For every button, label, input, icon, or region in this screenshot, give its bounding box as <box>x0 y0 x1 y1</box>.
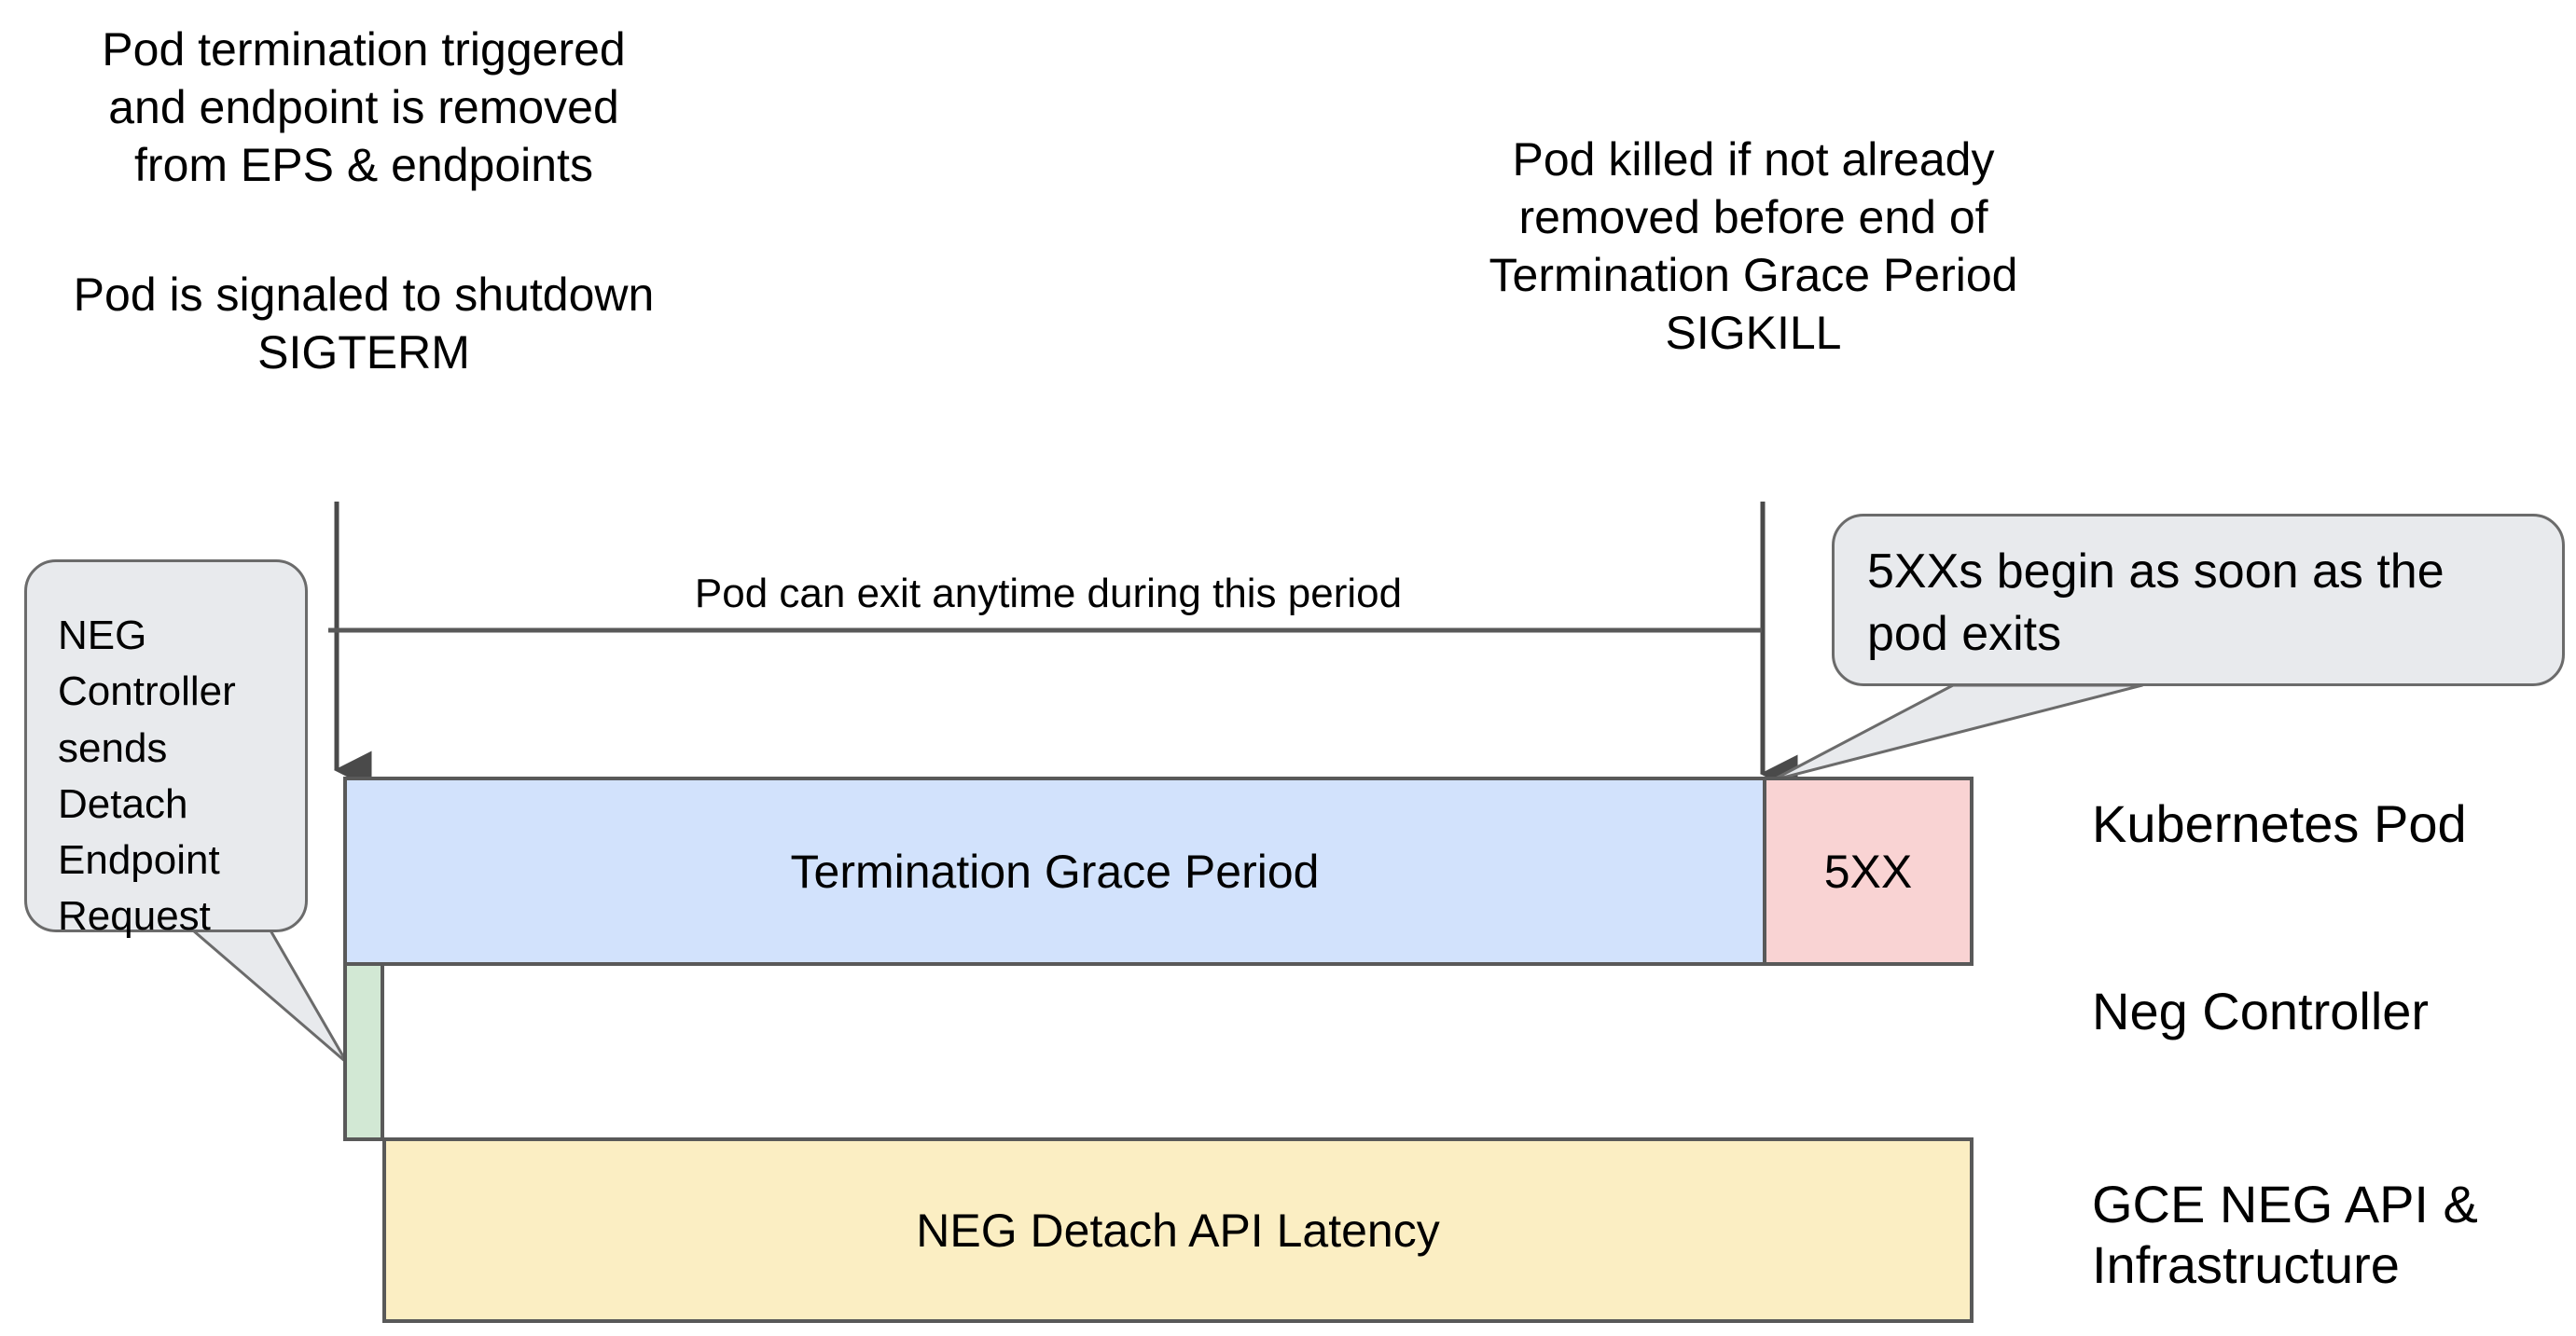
lane-label-gce-neg-api: GCE NEG API & Infrastructure <box>2092 1175 2478 1294</box>
five-xx-callout-tail <box>1770 683 2144 782</box>
note-pod-termination-triggered: Pod termination triggered and endpoint i… <box>102 23 626 191</box>
neg-controller-callout-bubble[interactable] <box>24 559 308 932</box>
five-xx-callout-text: 5XXs begin as soon as the pod exits <box>1867 544 2444 661</box>
bar-termination-grace-period-label: Termination Grace Period <box>790 845 1320 898</box>
bar-neg-detach-api-latency-label: NEG Detach API Latency <box>916 1204 1440 1257</box>
bar-neg-controller-detach[interactable] <box>343 962 384 1141</box>
neg-controller-callout-text: NEG Controller sends Detach Endpoint Req… <box>58 613 236 940</box>
five-xx-callout-bubble[interactable] <box>1832 514 2565 686</box>
bar-neg-detach-api-latency[interactable]: NEG Detach API Latency <box>382 1137 1974 1323</box>
note-pod-signaled-sigterm: Pod is signaled to shutdown SIGTERM <box>73 269 655 379</box>
pod-exit-span-caption: Pod can exit anytime during this period <box>694 571 1403 616</box>
lane-label-neg-controller: Neg Controller <box>2092 982 2430 1040</box>
lane-label-kubernetes-pod: Kubernetes Pod <box>2092 794 2467 853</box>
bar-5xx[interactable]: 5XX <box>1763 777 1974 966</box>
note-pod-killed-sigkill: Pod killed if not already removed before… <box>1489 133 2018 359</box>
bar-termination-grace-period[interactable]: Termination Grace Period <box>343 777 1766 966</box>
bar-5xx-label: 5XX <box>1823 845 1913 898</box>
neg-controller-callout-tail <box>191 929 349 1065</box>
